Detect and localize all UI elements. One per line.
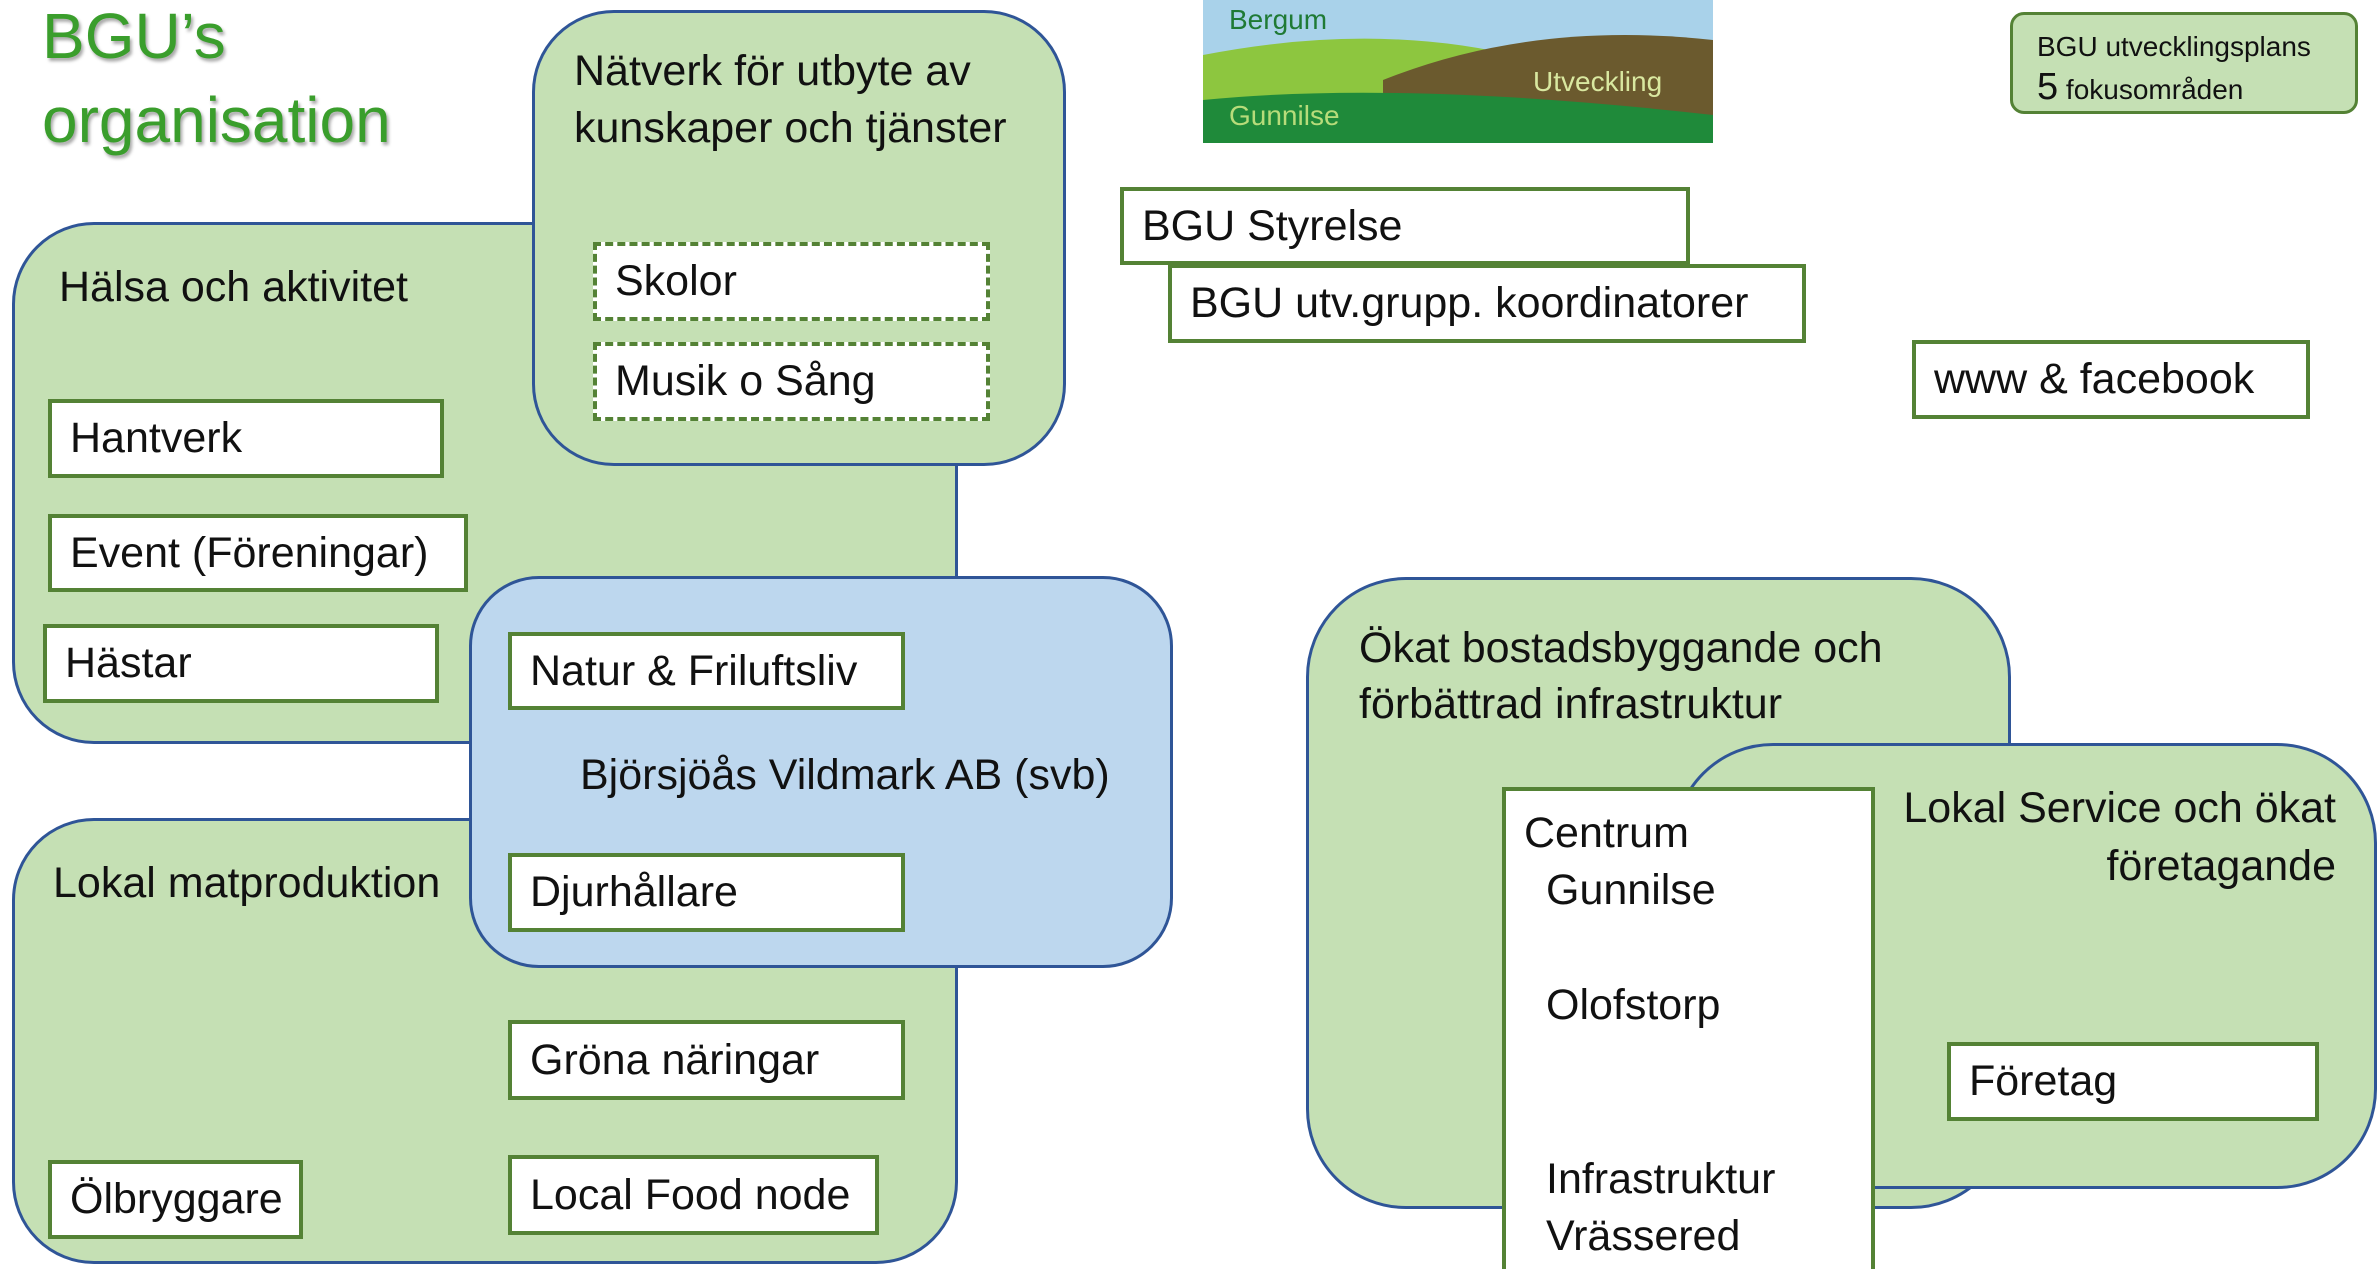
page-title-line1: BGU’s <box>42 0 226 72</box>
housing-title-line2: förbättrad infrastruktur <box>1359 680 1783 728</box>
web-facebook-box: www & facebook <box>1912 340 2310 419</box>
plan-note-text: fokusområden <box>2065 74 2244 105</box>
food-item-localfood: Local Food node <box>508 1155 879 1235</box>
housing-title-line1: Ökat bostadsbyggande och <box>1359 624 1883 672</box>
network-item-skolor: Skolor <box>593 242 990 321</box>
centrum-line3: Olofstorp <box>1546 981 1721 1029</box>
landscape-logo-image <box>1203 0 1713 143</box>
centrum-line1: Centrum <box>1524 809 1689 857</box>
plan-note-line2: 5 fokusområden <box>2037 67 2331 110</box>
food-item-olbryggare: Ölbryggare <box>48 1160 303 1239</box>
plan-note-line1: BGU utvecklingsplans <box>2037 31 2311 62</box>
health-title: Hälsa och aktivitet <box>59 263 408 311</box>
centrum-line5: Vrässered <box>1546 1212 1741 1260</box>
plan-note-number: 5 <box>2037 66 2059 108</box>
food-title: Lokal matproduktion <box>53 859 441 907</box>
centrum-line2: Gunnilse <box>1546 866 1716 914</box>
vildmark-item-djurhallare: Djurhållare <box>508 853 905 932</box>
vildmark-item-natur: Natur & Friluftsliv <box>508 632 905 710</box>
logo-word-top: Bergum <box>1229 4 1328 35</box>
centrum-column: Centrum Gunnilse Olofstorp Infrastruktur… <box>1502 787 1875 1269</box>
service-title-line2: företagande <box>2106 842 2336 890</box>
centrum-line4: Infrastruktur <box>1546 1155 1776 1203</box>
network-title-line1: Nätverk för utbyte av <box>574 47 971 95</box>
health-item-hastar: Hästar <box>43 624 439 703</box>
logo-word-bottom: Gunnilse <box>1229 100 1340 131</box>
vildmark-title: Björsjöås Vildmark AB (svb) <box>580 751 1110 799</box>
network-item-musik: Musik o Sång <box>593 342 990 421</box>
logo-word-right: Utveckling <box>1533 66 1663 97</box>
board-koordinatorer-box: BGU utv.grupp. koordinatorer <box>1168 264 1806 343</box>
health-item-event: Event (Föreningar) <box>48 514 468 592</box>
bgu-logo: Bergum Utveckling Gunnilse <box>1203 0 1713 143</box>
service-title-line1: Lokal Service och ökat <box>1903 784 2336 832</box>
health-item-hantverk: Hantverk <box>48 399 444 478</box>
page-title: BGU’s organisation <box>42 0 391 162</box>
board-styrelse-box: BGU Styrelse <box>1120 187 1690 265</box>
page-title-line2: organisation <box>42 84 391 156</box>
plan-note: BGU utvecklingsplans 5 fokusområden <box>2010 12 2358 114</box>
network-title-line2: kunskaper och tjänster <box>574 104 1007 152</box>
food-item-grona: Gröna näringar <box>508 1020 905 1100</box>
service-item-foretag: Företag <box>1947 1042 2319 1121</box>
